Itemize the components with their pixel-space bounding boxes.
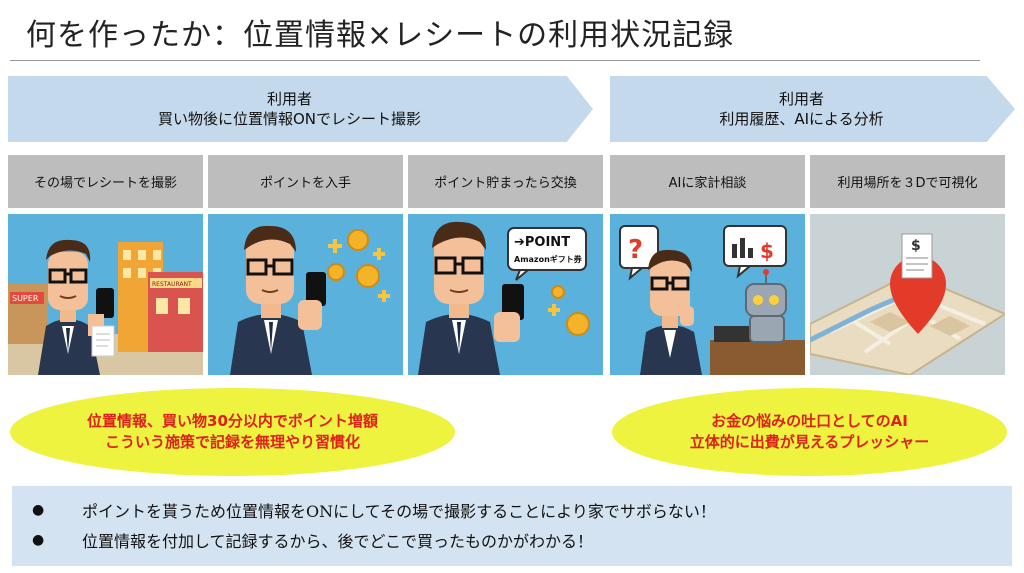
svg-text:$: $ [760, 239, 774, 263]
callout-line: こういう施策で記録を無理やり習慣化 [104, 433, 360, 451]
phase-arrow-analysis: 利用者 利用履歴、AIによる分析 [610, 76, 1015, 142]
step-header-exchange: ポイント貯まったら交換 [408, 155, 603, 208]
bullet-icon: ● [32, 532, 45, 548]
callout-line: 位置情報、買い物30分以内でポイント増額 [87, 412, 378, 430]
step-header-points: ポイントを入手 [208, 155, 403, 208]
phase-role: 利用者 [778, 90, 824, 108]
callout-line: 立体的に出費が見えるプレッシャー [689, 433, 930, 451]
page-title: 何を作ったか：位置情報×レシートの利用状況記録 [26, 18, 735, 53]
phase-role: 利用者 [266, 90, 312, 108]
bullet-icon: ● [32, 502, 45, 518]
svg-text:?: ? [628, 235, 643, 265]
callout-line: お金の悩みの吐口としてのAI [711, 412, 908, 430]
man-earning-coins-illustration [208, 214, 403, 375]
callout-habit-incentive: 位置情報、買い物30分以内でポイント増額 こういう施策で記録を無理やり習慣化 [10, 388, 455, 476]
man-consulting-robot-illustration: ? $ [610, 214, 805, 375]
phase-arrow-capture: 利用者 買い物後に位置情報ONでレシート撮影 [8, 76, 593, 142]
note-text: 位置情報を付加して記録するから、後でどこで買ったものかがわかる！ [82, 532, 594, 551]
phase-description: 買い物後に位置情報ONでレシート撮影 [157, 110, 422, 128]
phase-description: 利用履歴、AIによる分析 [719, 110, 884, 128]
store-sign-restaurant: RESTAURANT [152, 281, 192, 288]
man-photographing-receipt-illustration: SUPER RESTAURANT [8, 214, 203, 375]
callout-ai-pressure: お金の悩みの吐口としてのAI 立体的に出費が見えるプレッシャー [612, 388, 1007, 476]
store-sign-super: SUPER [12, 294, 39, 303]
point-sign: ➔POINT [514, 235, 570, 250]
3d-map-receipt-pin-illustration: $ [810, 214, 1005, 375]
note-text: ポイントを貰うため位置情報をONにしてその場で撮影することにより家でサボらない！ [82, 502, 716, 521]
step-header-ai: AIに家計相談 [610, 155, 805, 208]
svg-text:$: $ [911, 238, 921, 254]
man-exchanging-points-illustration: ➔POINT Amazonギフト券 [408, 214, 603, 375]
summary-notes: ● ポイントを貰うため位置情報をONにしてその場で撮影することにより家でサボらな… [12, 486, 1012, 566]
title-divider [10, 60, 980, 61]
gift-card-sign: Amazonギフト券 [514, 254, 583, 264]
step-header-3d: 利用場所を３Dで可視化 [810, 155, 1005, 208]
step-header-capture: その場でレシートを撮影 [8, 155, 203, 208]
list-item: ● ポイントを貰うため位置情報をONにしてその場で撮影することにより家でサボらな… [32, 495, 1012, 525]
list-item: ● 位置情報を付加して記録するから、後でどこで買ったものかがわかる！ [32, 525, 1012, 555]
